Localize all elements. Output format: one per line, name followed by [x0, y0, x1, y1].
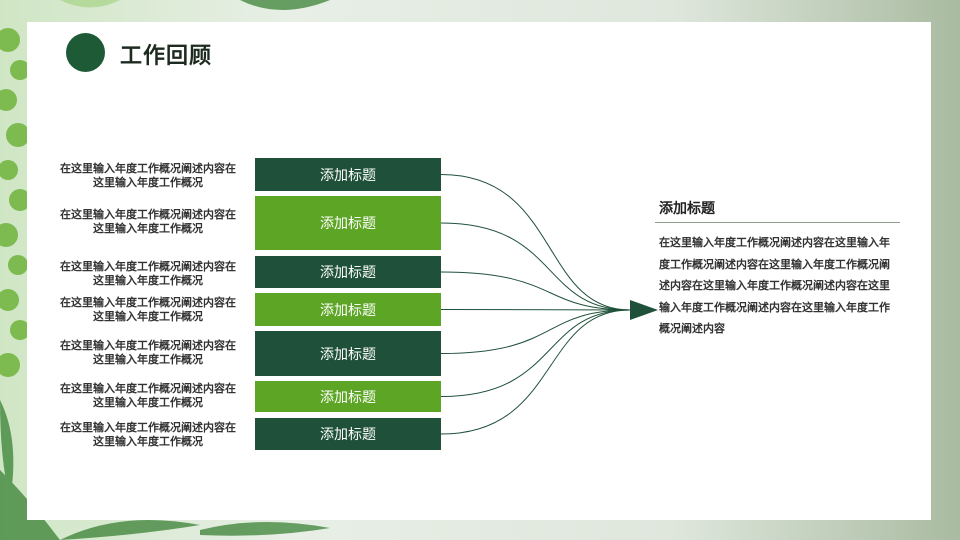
item-title-box: 添加标题	[255, 381, 441, 412]
item-title-box: 添加标题	[255, 158, 441, 191]
slide-content-area	[27, 22, 931, 520]
connector-curve	[440, 309, 631, 435]
connector-curve	[440, 309, 631, 311]
summary-title: 添加标题	[659, 201, 715, 217]
item-title-box: 添加标题	[255, 418, 441, 450]
connector-curve	[440, 309, 631, 397]
connector-curve	[440, 174, 631, 311]
connector-curve	[440, 309, 631, 354]
connector-curve	[440, 222, 631, 311]
item-description: 在这里输入年度工作概况阐述内容在这里输入年度工作概况	[60, 421, 236, 448]
item-title-box: 添加标题	[255, 293, 441, 326]
item-title-box: 添加标题	[255, 256, 441, 288]
item-description: 在这里输入年度工作概况阐述内容在这里输入年度工作概况	[60, 260, 236, 287]
arrow-head-icon	[630, 300, 658, 320]
summary-body: 在这里输入年度工作概况阐述内容在这里输入年度工作概况阐述内容在这里输入年度工作概…	[659, 236, 890, 335]
title-circle-icon	[66, 33, 105, 72]
item-title-box: 添加标题	[255, 331, 441, 376]
summary-divider	[655, 222, 900, 223]
connector-curve	[440, 271, 631, 311]
item-description: 在这里输入年度工作概况阐述内容在这里输入年度工作概况	[60, 208, 236, 235]
item-description: 在这里输入年度工作概况阐述内容在这里输入年度工作概况	[60, 339, 236, 366]
item-description: 在这里输入年度工作概况阐述内容在这里输入年度工作概况	[60, 382, 236, 409]
page-title: 工作回顾	[120, 44, 213, 69]
item-description: 在这里输入年度工作概况阐述内容在这里输入年度工作概况	[60, 162, 236, 189]
item-title-box: 添加标题	[255, 196, 441, 250]
item-description: 在这里输入年度工作概况阐述内容在这里输入年度工作概况	[60, 296, 236, 323]
